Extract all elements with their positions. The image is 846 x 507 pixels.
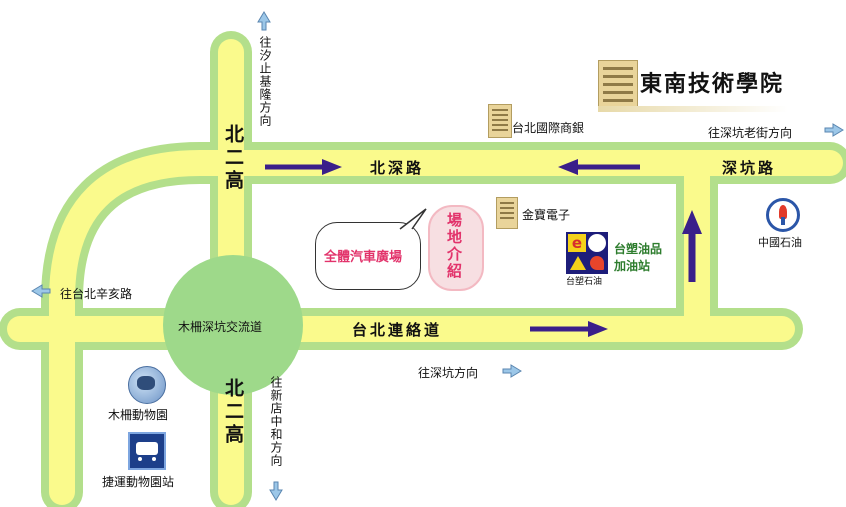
landmark-jinbao: 金寶電子 xyxy=(522,208,571,222)
interchange-roundabout xyxy=(163,255,303,395)
venue-intro-button[interactable]: 場地介紹 xyxy=(445,212,463,280)
road-name-freeway-south: 北二高 xyxy=(222,378,244,447)
landmark-cpc: 中國石油 xyxy=(758,236,802,249)
direction-shenkeng: 往深坑方向 xyxy=(418,366,479,380)
roundabout-label: 木柵深坑交流道 xyxy=(178,320,263,334)
zoo-globe-icon xyxy=(128,366,166,404)
direction-arrow-icons xyxy=(31,11,844,501)
road-name-freeway-north: 北二高 xyxy=(222,124,244,193)
landmark-formosa-station-line1: 台塑油品 xyxy=(614,242,663,256)
venue-callout-text: 全體汽車廣場 xyxy=(324,250,403,265)
landmark-intl-bank: 台北國際商銀 xyxy=(512,121,585,135)
flow-arrows xyxy=(265,159,702,337)
direction-shenkeng-old-street: 往深坑老街方向 xyxy=(708,126,793,140)
building-icon xyxy=(496,197,518,229)
formosa-logo-icon: e xyxy=(566,232,608,274)
road-name-beishen: 北深路 xyxy=(370,159,425,177)
landmark-formosa-station-line2: 加油站 xyxy=(614,259,651,273)
cpc-torch-icon xyxy=(766,198,800,232)
road-name-taipei-east: 台北連絡道 xyxy=(352,321,443,339)
title-underline xyxy=(598,106,788,112)
building-icon xyxy=(598,60,638,112)
building-icon xyxy=(488,104,512,138)
mrt-bus-icon xyxy=(128,432,166,470)
road-network-fill xyxy=(7,39,843,505)
direction-xizhi-keelung: 往汐止基隆方向 xyxy=(258,36,272,127)
school-title: 東南技術學院 xyxy=(640,72,785,97)
formosa-logo-caption: 台塑石油 xyxy=(566,277,603,287)
venue-callout-tail xyxy=(399,208,427,230)
road-name-shenkeng: 深坑路 xyxy=(722,159,777,177)
landmark-mrt-zoo: 捷運動物園站 xyxy=(102,475,175,489)
venue-intro-pill xyxy=(428,205,484,291)
venue-callout-bubble xyxy=(315,222,421,290)
direction-taipei-xinhai: 往台北辛亥路 xyxy=(60,287,133,301)
direction-xindian-zhonghe: 往新店中和方向 xyxy=(269,376,283,467)
landmark-zoo: 木柵動物園 xyxy=(108,408,169,422)
